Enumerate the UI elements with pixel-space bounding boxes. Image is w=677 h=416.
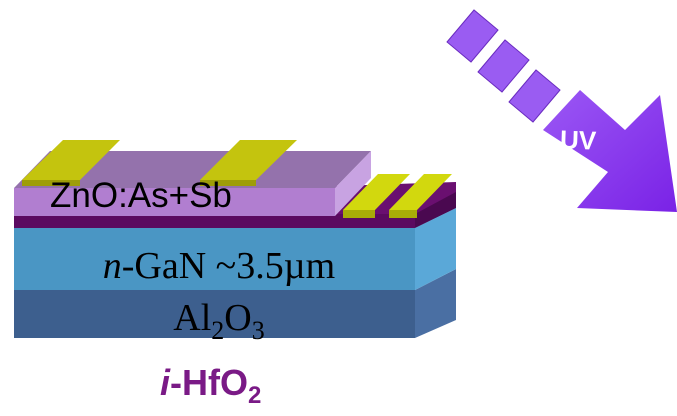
hfo-label-sub: 2 [248,382,262,409]
sapphire-label-al: Al [173,297,212,339]
hfo-label-italic: i [160,362,171,403]
zno-side [335,151,371,216]
hfo-layer-label: i-HfO2 [160,363,261,416]
sapphire-layer-label: Al2O3 [14,298,424,351]
uv-label: UV [559,124,597,156]
sapphire-side [415,269,456,338]
electrode-4 [389,174,452,210]
uv-arrow [543,90,677,212]
zno-layer-label: ZnO:As+Sb [50,176,232,215]
electrode-2-front [200,180,256,186]
gan-layer [14,228,415,290]
hfo-layer-side [415,192,456,228]
electrode-1-front [22,180,80,186]
electrode-4-front [389,210,417,218]
gan-layer-label: n-GaN ~3.5µm [14,244,424,288]
sapphire-label-o: O [224,297,252,339]
electrode-3 [343,174,410,210]
uv-dash-2 [477,39,530,93]
zno-layer [14,188,335,216]
zno-top [14,151,371,188]
sapphire-label-o-sub: 3 [251,316,265,345]
uv-dash-1 [446,9,499,63]
hfo-layer [14,214,415,228]
electrode-3-front [343,210,375,218]
hfo-label-rest: -HfO [170,362,248,403]
gan-side [415,208,456,290]
gan-label-italic: n [102,245,122,287]
sapphire-layer [14,290,415,338]
uv-dash-3 [508,69,561,123]
electrode-2 [200,140,297,180]
gan-label-rest: -GaN ~3.5µm [121,245,336,287]
sapphire-label-al-sub: 2 [211,316,225,345]
electrode-1 [22,140,120,180]
